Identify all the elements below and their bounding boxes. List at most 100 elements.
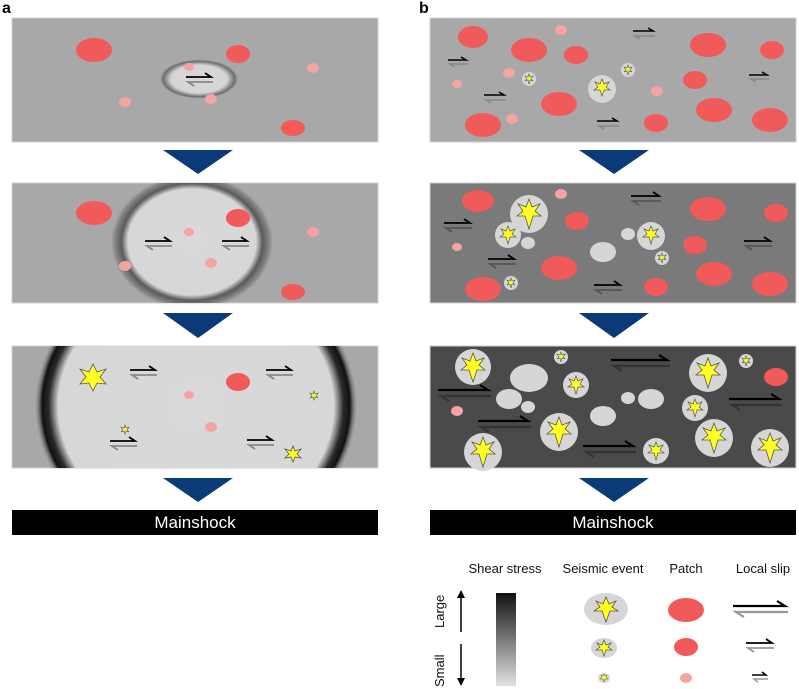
- patch: [458, 26, 488, 48]
- seismic-event: [464, 433, 502, 471]
- patch: [205, 258, 217, 268]
- patch: [683, 71, 707, 89]
- patch: [644, 114, 668, 132]
- down-arrow: [579, 313, 649, 338]
- shear-stress-scale: [496, 593, 516, 686]
- patch: [764, 368, 788, 386]
- down-arrow: [163, 478, 233, 502]
- legend: Shear stress Seismic event Patch Local s…: [432, 561, 790, 687]
- patch: [644, 278, 668, 296]
- quiet-patch: [590, 242, 616, 262]
- patch: [690, 197, 726, 221]
- patch: [451, 406, 463, 416]
- patch: [555, 189, 567, 199]
- seismic-event: [563, 372, 589, 398]
- local-slip-arrow: [185, 72, 214, 87]
- quiet-patch: [638, 389, 664, 409]
- legend-event-small: [598, 673, 610, 683]
- legend-small-label: Small: [432, 654, 447, 687]
- patch: [205, 422, 217, 432]
- seismic-event: [695, 419, 733, 457]
- panel-a1: [11, 17, 379, 143]
- patch: [76, 201, 112, 225]
- patch: [307, 63, 319, 73]
- quiet-patch: [510, 364, 548, 392]
- patch: [226, 373, 250, 391]
- local-slip-arrow: [728, 393, 783, 411]
- mainshock-label-a: Mainshock: [154, 513, 236, 532]
- local-slip-arrow: [748, 71, 770, 83]
- legend-slip-small: [751, 671, 769, 683]
- local-slip-arrow: [129, 365, 158, 380]
- down-arrow: [579, 478, 649, 502]
- stress-front: [159, 59, 239, 99]
- seismic-event: [78, 363, 108, 392]
- patch: [565, 212, 589, 230]
- panel-b2: [429, 182, 797, 304]
- panel-a-label: a: [2, 0, 11, 17]
- patch: [752, 108, 788, 132]
- patch: [752, 272, 788, 296]
- patch: [307, 227, 319, 237]
- seismic-event: [554, 350, 568, 364]
- seismic-event: [621, 63, 635, 77]
- legend-patch-large: [668, 598, 704, 622]
- seismic-event: [510, 195, 548, 233]
- patch: [683, 236, 707, 254]
- patch: [506, 114, 518, 124]
- seismic-event: [283, 444, 303, 464]
- seismic-event: [495, 222, 521, 248]
- local-slip-arrow: [483, 91, 507, 104]
- patch: [564, 46, 588, 64]
- patch: [465, 277, 501, 301]
- patch: [119, 261, 131, 271]
- patch: [281, 284, 305, 300]
- local-slip-arrow: [109, 436, 138, 451]
- legend-patch: Patch: [669, 561, 702, 576]
- patch: [119, 97, 131, 107]
- down-arrow: [163, 313, 233, 338]
- patch: [452, 243, 462, 251]
- legend-shear-stress: Shear stress: [469, 561, 542, 576]
- seismic-event: [540, 413, 578, 451]
- legend-patch-small: [680, 673, 692, 683]
- local-slip-arrow: [743, 236, 773, 251]
- legend-slip-medium: [745, 638, 775, 653]
- seismic-event: [455, 349, 491, 385]
- local-slip-arrow: [596, 117, 620, 130]
- seismic-event: [655, 251, 669, 265]
- seismic-event: [309, 390, 319, 401]
- patch: [226, 45, 250, 63]
- quiet-patch: [521, 237, 535, 249]
- patch: [184, 391, 194, 399]
- mainshock-bar-b: [430, 510, 796, 535]
- local-slip-arrow: [630, 191, 662, 206]
- patch: [696, 98, 732, 122]
- patch: [226, 209, 250, 227]
- patch: [651, 86, 663, 96]
- seismic-event: [522, 72, 536, 86]
- patch: [465, 113, 501, 137]
- seismic-event: [120, 424, 130, 435]
- seismic-event: [739, 354, 753, 368]
- patch: [76, 38, 112, 62]
- patch: [541, 92, 577, 116]
- patch: [205, 94, 217, 104]
- quiet-patch: [621, 392, 635, 404]
- large-arrow: [457, 590, 465, 632]
- patch: [281, 120, 305, 136]
- local-slip-arrow: [144, 236, 173, 251]
- patch: [462, 190, 494, 212]
- down-arrow: [579, 150, 649, 174]
- seismic-event: [689, 354, 727, 392]
- patch: [184, 228, 194, 236]
- down-arrow: [163, 150, 233, 174]
- local-slip-arrow: [632, 27, 656, 40]
- panel-b-label: b: [419, 0, 429, 17]
- quiet-patch: [590, 406, 616, 426]
- seismic-event: [637, 222, 665, 250]
- legend-local-slip: Local slip: [736, 561, 790, 576]
- legend-slip-large: [732, 600, 789, 618]
- local-slip-arrow: [246, 435, 275, 450]
